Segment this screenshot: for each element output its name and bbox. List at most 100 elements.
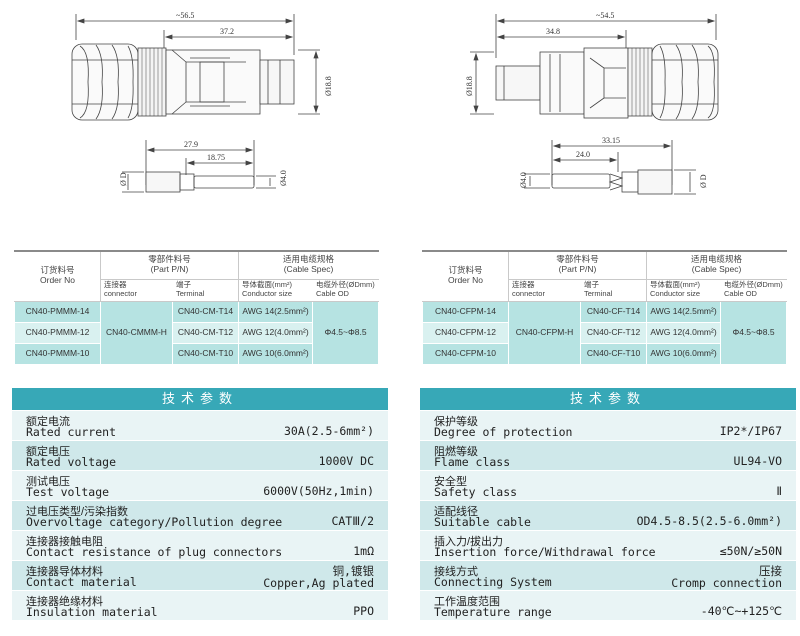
od-subheader: 电缆外径(ØDmm)Cable OD: [720, 278, 788, 302]
male-connector-drawing: ~56.5 37.2 Ø18.8 27.9 18.75 Ø D Ø4.0: [71, 11, 333, 193]
tech-params-title: 技术参数: [420, 388, 796, 410]
cable-spec-header: 适用电缆规格(Cable Spec): [238, 250, 380, 280]
param-label-cn: 工作温度范围: [434, 596, 500, 608]
param-value: 1000V DC: [318, 454, 374, 468]
male-pin-contact-od: Ø4.0: [279, 170, 288, 186]
param-row: 阻燃等级 Flame class UL94-VO: [420, 440, 796, 470]
male-pin-od: Ø D: [119, 172, 128, 186]
param-label-en: Insertion force/Withdrawal force: [434, 545, 656, 559]
param-label-cn: 测试电压: [26, 476, 70, 488]
param-row: 测试电压 Test voltage 6000V(50Hz,1min): [12, 470, 388, 500]
param-label-cn: 额定电压: [26, 446, 70, 458]
table-row: CN40-PMMM-14 CN40-CMMM-H CN40-CM-T14 AWG…: [14, 300, 380, 365]
order-cell: CN40-CFPM-12: [422, 321, 509, 344]
param-label-cn: 连接器绝缘材料: [26, 596, 103, 608]
param-row: 额定电压 Rated voltage 1000V DC: [12, 440, 388, 470]
param-row: 工作温度范围 Temperature range -40℃~+125℃: [420, 590, 796, 620]
param-value: -40℃~+125℃: [700, 604, 782, 618]
table-row: CN40-PMMM-12 CN40-CM-T12 AWG 12(4.0mm²): [14, 321, 379, 344]
param-value: 6000V(50Hz,1min): [263, 484, 374, 498]
param-value: UL94-VO: [733, 454, 782, 468]
order-cell: CN40-PMMM-14: [14, 300, 101, 323]
param-label-cn: 插入力/拔出力: [434, 536, 504, 548]
param-label-en: Suitable cable: [434, 515, 531, 529]
param-label-cn: 连接器接触电阻: [26, 536, 103, 548]
param-value: IP2*/IP67: [719, 424, 782, 438]
cable-od-cell: Φ4.5~Φ8.5: [312, 300, 380, 365]
conductor-subheader: 导体截面(mm²)Conductor size: [646, 278, 722, 302]
part-pn-header: 零部件料号(Part P/N): [507, 250, 648, 280]
param-label-cn: 过电压类型/污染指数: [26, 506, 129, 518]
table-row: CN40-PMMM-10 CN40-CM-T10 AWG 10(6.0mm²): [14, 342, 379, 365]
tech-params-left: 技术参数 额定电流 Rated current 30A(2.5-6mm²) 额定…: [12, 388, 388, 620]
female-socket-length: 33.15: [602, 136, 620, 145]
cable-od-cell: Φ4.5~Φ8.5: [720, 300, 788, 365]
order-cell: CN40-PMMM-12: [14, 321, 101, 344]
tech-params-right: 技术参数 保护等级 Degree of protection IP2*/IP67…: [420, 388, 796, 620]
param-row: 接线方式 Connecting System 压接 Cromp connecti…: [420, 560, 796, 590]
param-value: PPO: [353, 604, 374, 618]
param-row: 安全型 Safety class Ⅱ: [420, 470, 796, 500]
param-row: 连接器导体材料 Contact material 铜,镀银 Copper,Ag …: [12, 560, 388, 590]
male-pin-length: 27.9: [184, 140, 198, 149]
param-label-en: Rated voltage: [26, 455, 117, 469]
param-label-cn: 保护等级: [434, 416, 478, 428]
od-subheader: 电缆外径(ØDmm)Cable OD: [312, 278, 380, 302]
table-row: CN40-CFPM-14 CN40-CFPM-H CN40-CF-T14 AWG…: [422, 300, 788, 365]
param-value: ≤50N/≥50N: [719, 544, 782, 558]
param-value: CATⅢ/2: [331, 514, 374, 528]
part-pn-header: 零部件料号(Part P/N): [99, 250, 240, 280]
female-socket-tip-length: 24.0: [576, 150, 590, 159]
param-row: 额定电流 Rated current 30A(2.5-6mm²): [12, 410, 388, 440]
table-row: CN40-CFPM-10 CN40-CF-T10 AWG 10(6.0mm²): [422, 342, 787, 365]
param-value: 30A(2.5-6mm²): [283, 424, 374, 438]
conductor-cell: AWG 10(6.0mm²): [646, 342, 722, 365]
female-connector-drawing: ~54.5 34.8 Ø18.8 33.15 24.0 Ø4.0 Ø D: [465, 11, 719, 195]
param-row: 插入力/拔出力 Insertion force/Withdrawal force…: [420, 530, 796, 560]
param-value: 1mΩ: [353, 544, 374, 558]
param-label-cn: 额定电流: [26, 416, 70, 428]
param-value: Ⅱ: [776, 484, 782, 498]
terminal-cell: CN40-CM-T12: [171, 321, 240, 344]
param-label-cn: 接线方式: [434, 566, 478, 578]
param-label-cn: 连接器导体材料: [26, 566, 103, 578]
param-label-cn: 阻燃等级: [434, 446, 478, 458]
female-socket-contact-od: Ø4.0: [519, 172, 528, 188]
conductor-subheader: 导体截面(mm²)Conductor size: [238, 278, 314, 302]
conductor-cell: AWG 10(6.0mm²): [238, 342, 314, 365]
female-body-length: 34.8: [546, 27, 560, 36]
param-row: 连接器绝缘材料 Insulation material PPO: [12, 590, 388, 620]
param-label-en: Insulation material: [26, 605, 158, 619]
param-label-en: Flame class: [434, 455, 511, 469]
cable-spec-header: 适用电缆规格(Cable Spec): [646, 250, 788, 280]
param-value: OD4.5-8.5(2.5-6.0mm²): [636, 514, 782, 528]
param-value-cn: 压接: [759, 564, 782, 578]
male-overall-length: ~56.5: [176, 11, 194, 20]
terminal-cell: CN40-CM-T14: [171, 300, 240, 323]
param-label-en: Safety class: [434, 485, 518, 499]
order-cell: CN40-CFPM-14: [422, 300, 509, 323]
param-row: 过电压类型/污染指数 Overvoltage category/Pollutio…: [12, 500, 388, 530]
male-diameter: Ø18.8: [324, 76, 333, 96]
param-value: Cromp connection: [671, 576, 782, 590]
param-label-en: Contact material: [26, 575, 137, 589]
order-cell: CN40-CFPM-10: [422, 342, 509, 365]
connector-cell: CN40-CMMM-H: [100, 300, 173, 365]
terminal-cell: CN40-CF-T10: [579, 342, 648, 365]
param-label-en: Rated current: [26, 425, 117, 439]
param-value: Copper,Ag plated: [263, 576, 374, 590]
conductor-cell: AWG 14(2.5mm²): [238, 300, 314, 323]
param-label-en: Overvoltage category/Pollution degree: [26, 515, 283, 529]
param-label-en: Temperature range: [434, 605, 552, 619]
param-row: 连接器接触电阻 Contact resistance of plug conne…: [12, 530, 388, 560]
param-label-cn: 适配线径: [434, 506, 478, 518]
terminal-cell: CN40-CF-T14: [579, 300, 648, 323]
female-overall-length: ~54.5: [596, 11, 614, 20]
